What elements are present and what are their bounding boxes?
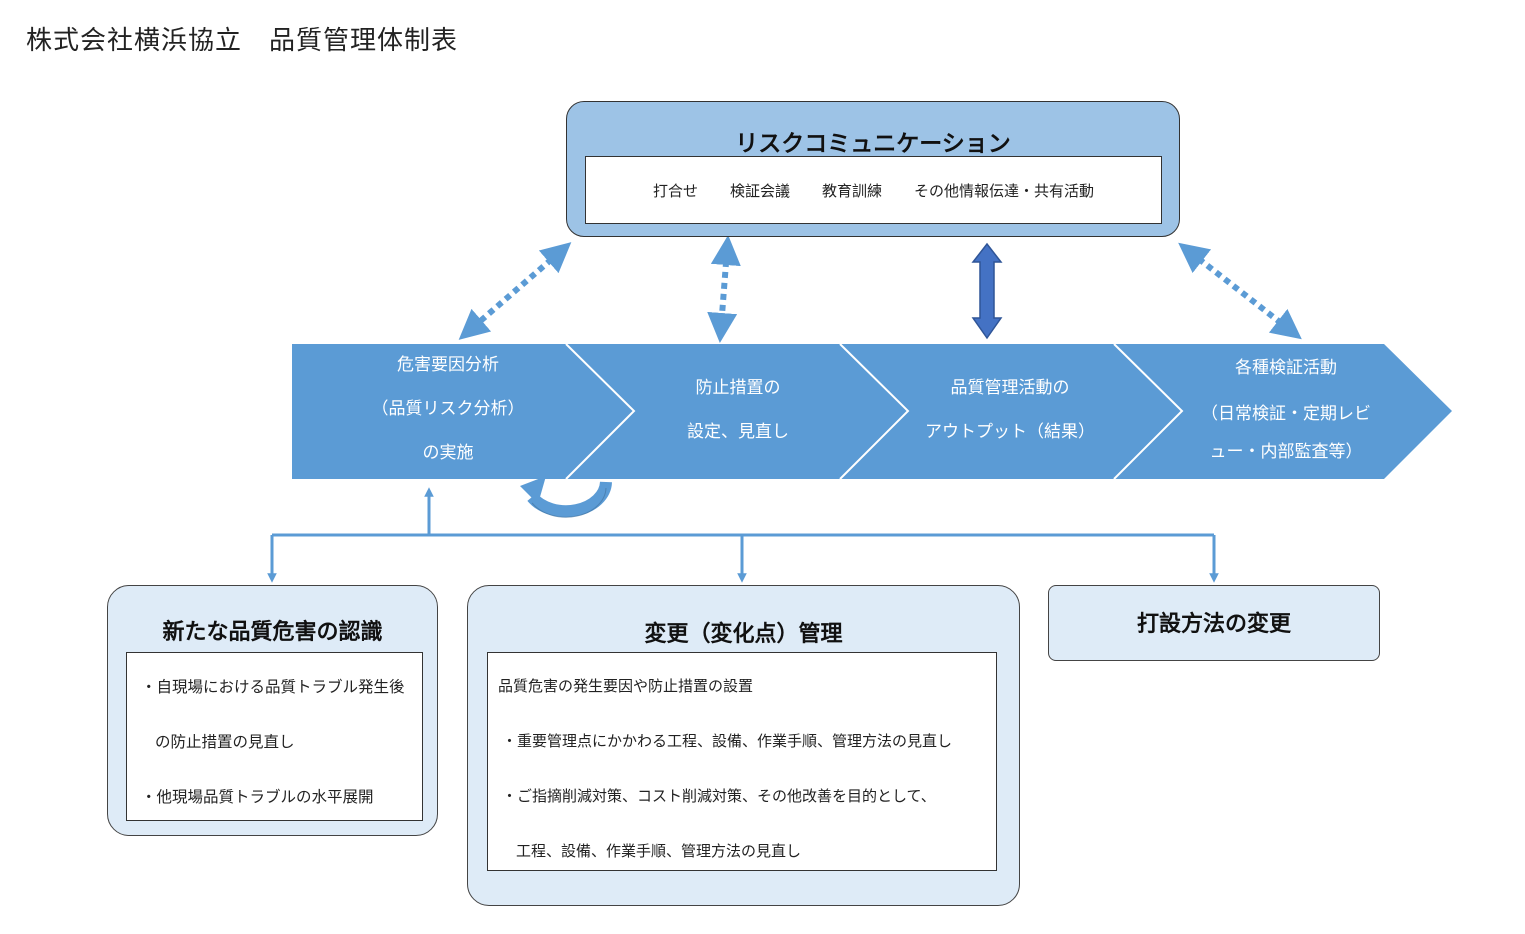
- risk-item-review-meeting: 検証会議: [729, 181, 790, 200]
- change-line-2: ・重要管理点にかかわる工程、設備、作業手順、管理方法の見直し: [502, 732, 953, 750]
- change-management-box: 変更（変化点）管理 品質危害の発生要因や防止措置の設置 ・重要管理点にかかわる工…: [467, 585, 1020, 906]
- step-3-line-1: 品質管理活動の: [950, 378, 1070, 398]
- step-1-line-3: の実施: [422, 443, 474, 463]
- step-1-label: 危害要因分析 （品質リスク分析） の実施: [330, 343, 566, 475]
- risk-communication-title: リスクコミュニケーション: [735, 131, 1011, 157]
- step-1-shape: [292, 344, 634, 479]
- dotted-arrow-2: [707, 235, 741, 343]
- risk-item-meeting: 打合せ: [652, 181, 698, 200]
- step-4-line-2: （日常検証・定期レビ: [1201, 404, 1371, 424]
- change-management-title: 変更（変化点）管理: [644, 622, 843, 647]
- step-2-shape: [566, 344, 908, 479]
- change-line-3: ・ご指摘削減対策、コスト削減対策、その他改善を目的として、: [502, 787, 936, 805]
- connector-lines: [267, 487, 1219, 583]
- step-1-line-1: 危害要因分析: [397, 355, 499, 375]
- step-2-line-2: 設定、見直し: [687, 422, 789, 442]
- risk-item-training: 教育訓練: [822, 181, 883, 200]
- recognition-box: 新たな品質危害の認識 ・自現場における品質トラブル発生後 の防止措置の見直し ・…: [107, 585, 438, 836]
- change-management-content: 品質危害の発生要因や防止措置の設置 ・重要管理点にかかわる工程、設備、作業手順、…: [487, 652, 997, 871]
- step-2-line-1: 防止措置の: [695, 378, 781, 398]
- dotted-arrow-4: [1178, 242, 1302, 340]
- change-line-4: 工程、設備、作業手順、管理方法の見直し: [516, 842, 802, 860]
- step-4-line-3: ュー・内部監査等）: [1209, 442, 1363, 462]
- recognition-title: 新たな品質危害の認識: [162, 620, 383, 645]
- step-4-line-1: 各種検証活動: [1235, 358, 1337, 378]
- step-1-line-2: （品質リスク分析）: [371, 399, 525, 419]
- process-chevrons: [292, 343, 1452, 480]
- step-4-label: 各種検証活動 （日常検証・定期レビ ュー・内部監査等）: [1178, 349, 1394, 471]
- step-3-label: 品質管理活動の アウトプット（結果）: [890, 366, 1130, 454]
- risk-item-other: その他情報伝達・共有活動: [914, 181, 1095, 200]
- recognition-content: ・自現場における品質トラブル発生後 の防止措置の見直し ・他現場品質トラブルの水…: [126, 652, 423, 821]
- pouring-method-title: 打設方法の変更: [1136, 612, 1291, 637]
- page-title: 株式会社横浜協立 品質管理体制表: [26, 26, 459, 56]
- recognition-line-2: の防止措置の見直し: [155, 733, 295, 751]
- risk-communication-box: リスクコミュニケーション 打合せ 検証会議 教育訓練 その他情報伝達・共有活動: [566, 101, 1180, 237]
- step-3-shape: [840, 344, 1182, 479]
- feedback-loop-arrow: [520, 476, 612, 518]
- dotted-arrow-1: [458, 242, 572, 340]
- step-3-line-2: アウトプット（結果）: [925, 422, 1095, 442]
- step-4-shape: [1114, 344, 1452, 479]
- change-line-1: 品質危害の発生要因や防止措置の設置: [498, 677, 754, 695]
- risk-communication-items: 打合せ 検証会議 教育訓練 その他情報伝達・共有活動: [585, 156, 1162, 224]
- step-2-label: 防止措置の 設定、見直し: [620, 366, 856, 454]
- recognition-line-1: ・自現場における品質トラブル発生後: [141, 678, 405, 696]
- solid-double-arrow: [971, 242, 1003, 340]
- pouring-method-box: 打設方法の変更: [1048, 585, 1380, 661]
- recognition-line-3: ・他現場品質トラブルの水平展開: [141, 788, 374, 806]
